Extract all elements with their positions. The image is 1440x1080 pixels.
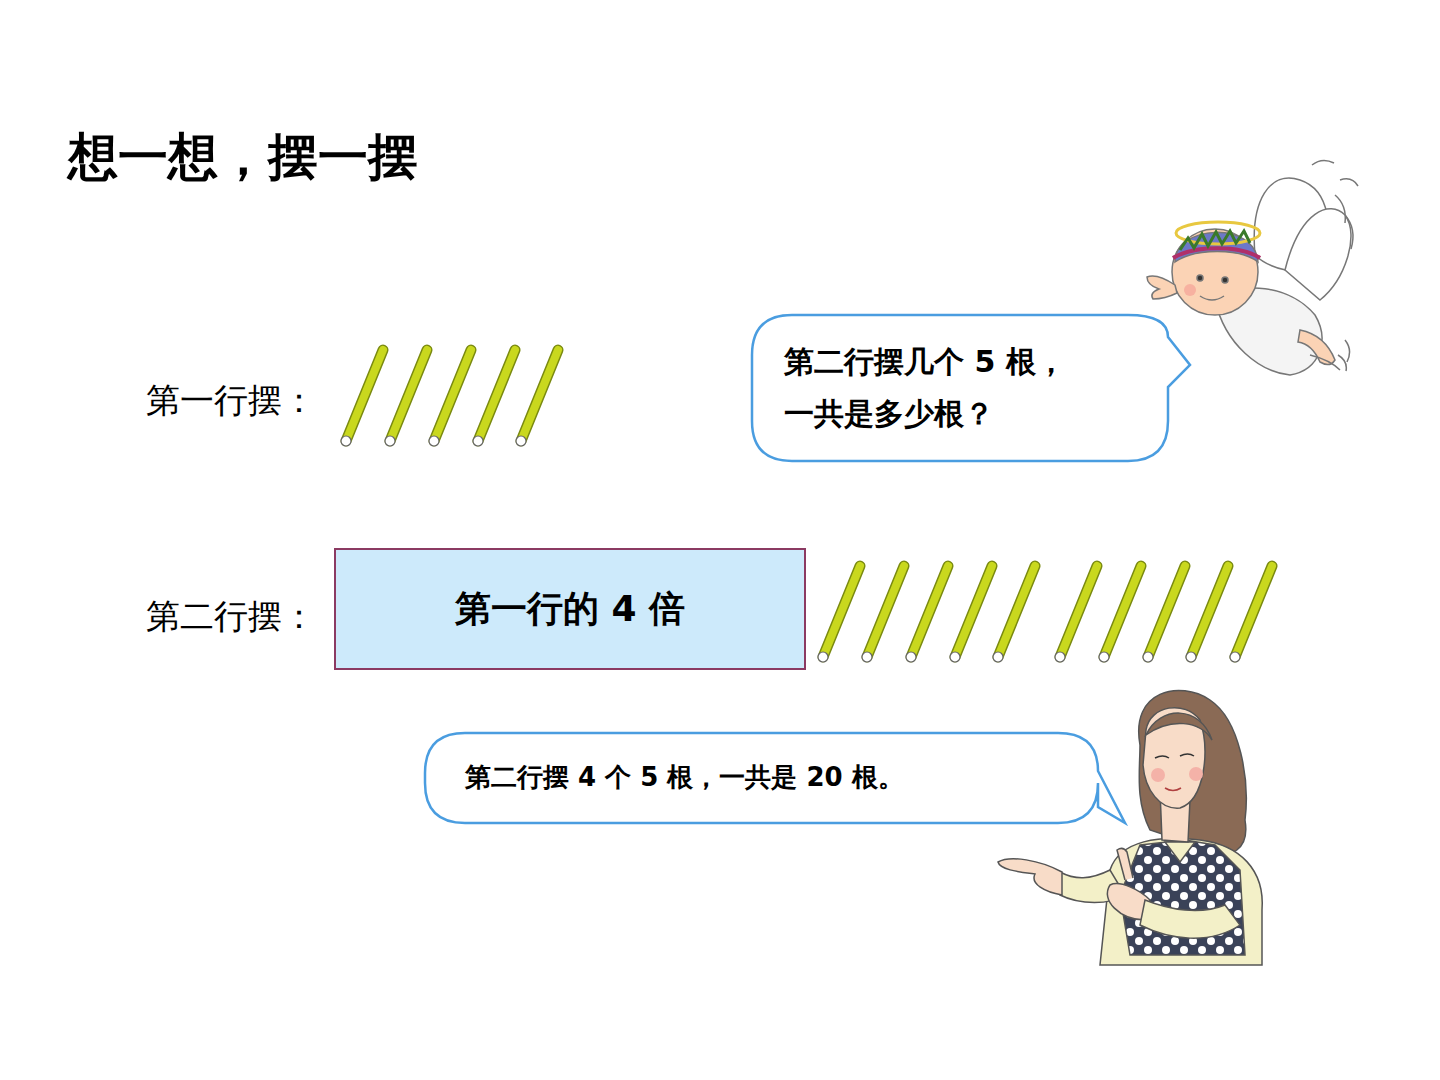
- row-label: 第二行摆：: [146, 594, 316, 640]
- bubble-outline: [752, 315, 1168, 461]
- girl-figure: [998, 690, 1262, 965]
- slide-title: 想一想，摆一摆: [68, 124, 418, 191]
- angel-figure: [1147, 160, 1358, 375]
- sticks-row-one: [341, 350, 558, 446]
- node-text: 第二行摆 4 个 5 根，一共是 20 根。: [465, 761, 1082, 795]
- speech-bubble: 第二行摆 4 个 5 根，一共是 20 根。: [425, 733, 1098, 823]
- node-text: 第二行摆几个 5 根， 一共是多少根？: [784, 336, 1076, 441]
- row-label: 第一行摆：: [146, 378, 316, 424]
- speech-bubble: 第二行摆几个 5 根， 一共是多少根？: [752, 315, 1168, 461]
- multiple-box: 第一行的 4 倍: [334, 548, 806, 670]
- sticks-row-two: [818, 566, 1272, 662]
- node-text: 第一行的 4 倍: [435, 586, 705, 633]
